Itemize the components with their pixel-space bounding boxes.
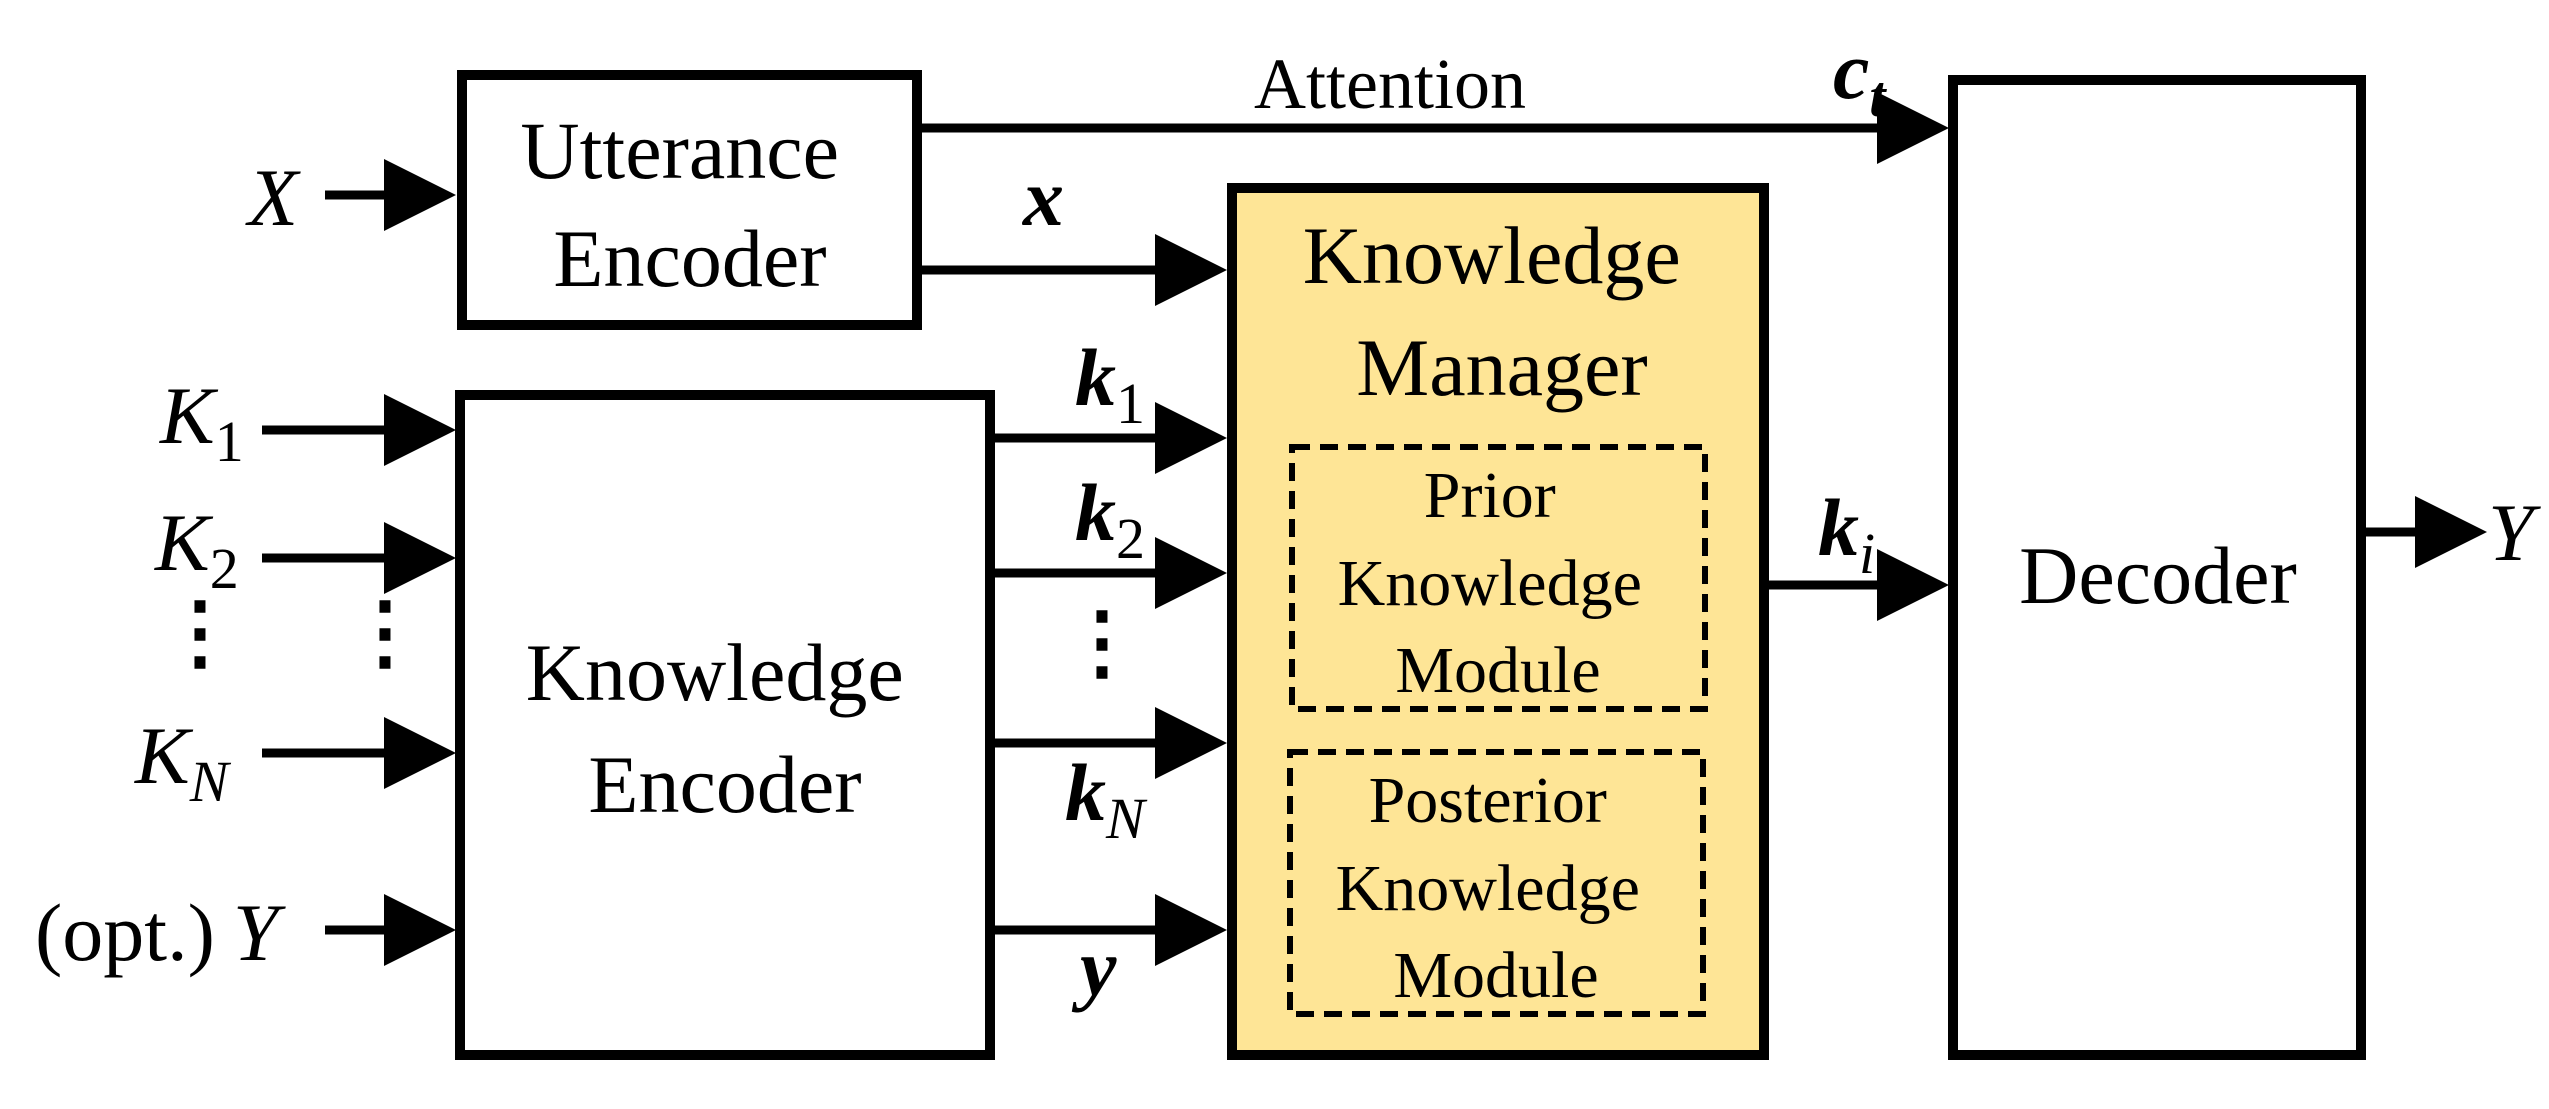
utterance-encoder-label: Utterance Encoder [520, 105, 859, 304]
vector-ki-sub: i [1859, 521, 1875, 586]
opt-prefix: (opt.) [35, 887, 215, 978]
input-K2-sub: 2 [210, 536, 239, 601]
input-K2-base: K [154, 497, 214, 588]
vector-ct-label: ct [1833, 25, 1887, 129]
input-K1-sub: 1 [215, 409, 244, 474]
knowledge-manager-line-2: Manager [1356, 322, 1647, 413]
opt-Y-var: Y [233, 887, 286, 978]
vector-k2-sub: 2 [1116, 506, 1145, 571]
knowledge-encoder-line-2: Encoder [588, 739, 861, 830]
utterance-encoder-box [457, 70, 922, 330]
vector-ki-base: k [1818, 482, 1859, 573]
input-X-label: X [245, 152, 301, 243]
vector-x-label: x [1022, 152, 1064, 243]
input-K2-label: K2 [154, 497, 239, 601]
vector-k1-base: k [1075, 332, 1116, 423]
knowledge-encoder-label: Knowledge Encoder [526, 627, 925, 830]
input-K1-base: K [159, 370, 219, 461]
knowledge-encoder-box [455, 390, 995, 1060]
input-KN-base: K [134, 710, 194, 801]
vector-k1-label: k1 [1075, 332, 1145, 436]
vector-y-label: y [1071, 922, 1117, 1013]
vector-ellipsis: ⋮ [1061, 597, 1143, 688]
knowledge-manager-line-1: Knowledge [1303, 210, 1681, 301]
posterior-knowledge-module-box [1287, 749, 1706, 1017]
utterance-encoder-line-1: Utterance [520, 105, 839, 196]
vector-k2-label: k2 [1075, 467, 1145, 571]
utterance-encoder-line-2: Encoder [553, 213, 826, 304]
prior-knowledge-module-label: Prior Knowledge Module [1338, 459, 1659, 707]
vector-ki-label: ki [1818, 482, 1875, 586]
output-Y-label: Y [2488, 487, 2541, 578]
input-KN-label: KN [134, 710, 232, 814]
input-KN-sub: N [189, 749, 232, 814]
vector-ct-sub: t [1869, 64, 1887, 129]
vector-k2-base: k [1075, 467, 1116, 558]
input-K1-label: K1 [159, 370, 244, 474]
attention-label: Attention [1254, 44, 1526, 124]
posterior-knowledge-module-label: Posterior Knowledge Module [1336, 764, 1657, 1012]
prior-module-line-1: Prior [1424, 459, 1556, 532]
knowledge-manager-label: Knowledge Manager [1303, 210, 1702, 413]
prior-module-line-2: Knowledge [1338, 547, 1642, 620]
vector-kN-label: kN [1065, 747, 1148, 851]
knowledge-manager-box [1227, 183, 1769, 1060]
vector-k1-sub: 1 [1116, 371, 1145, 436]
knowledge-encoder-line-1: Knowledge [526, 627, 904, 718]
posterior-module-line-3: Module [1393, 939, 1598, 1012]
vector-kN-sub: N [1105, 786, 1148, 851]
vector-ct-base: c [1833, 25, 1869, 116]
posterior-module-line-1: Posterior [1369, 764, 1607, 837]
encoder-input-ellipsis: ⋮ [344, 587, 426, 678]
input-opt-Y-label: (opt.)Y [35, 887, 286, 978]
vector-kN-base: k [1065, 747, 1106, 838]
prior-knowledge-module-box [1289, 444, 1708, 712]
decoder-label: Decoder [2019, 530, 2297, 621]
decoder-box [1948, 75, 2366, 1060]
posterior-module-line-2: Knowledge [1336, 852, 1640, 925]
prior-module-line-3: Module [1395, 634, 1600, 707]
input-ellipsis: ⋮ [159, 587, 241, 678]
